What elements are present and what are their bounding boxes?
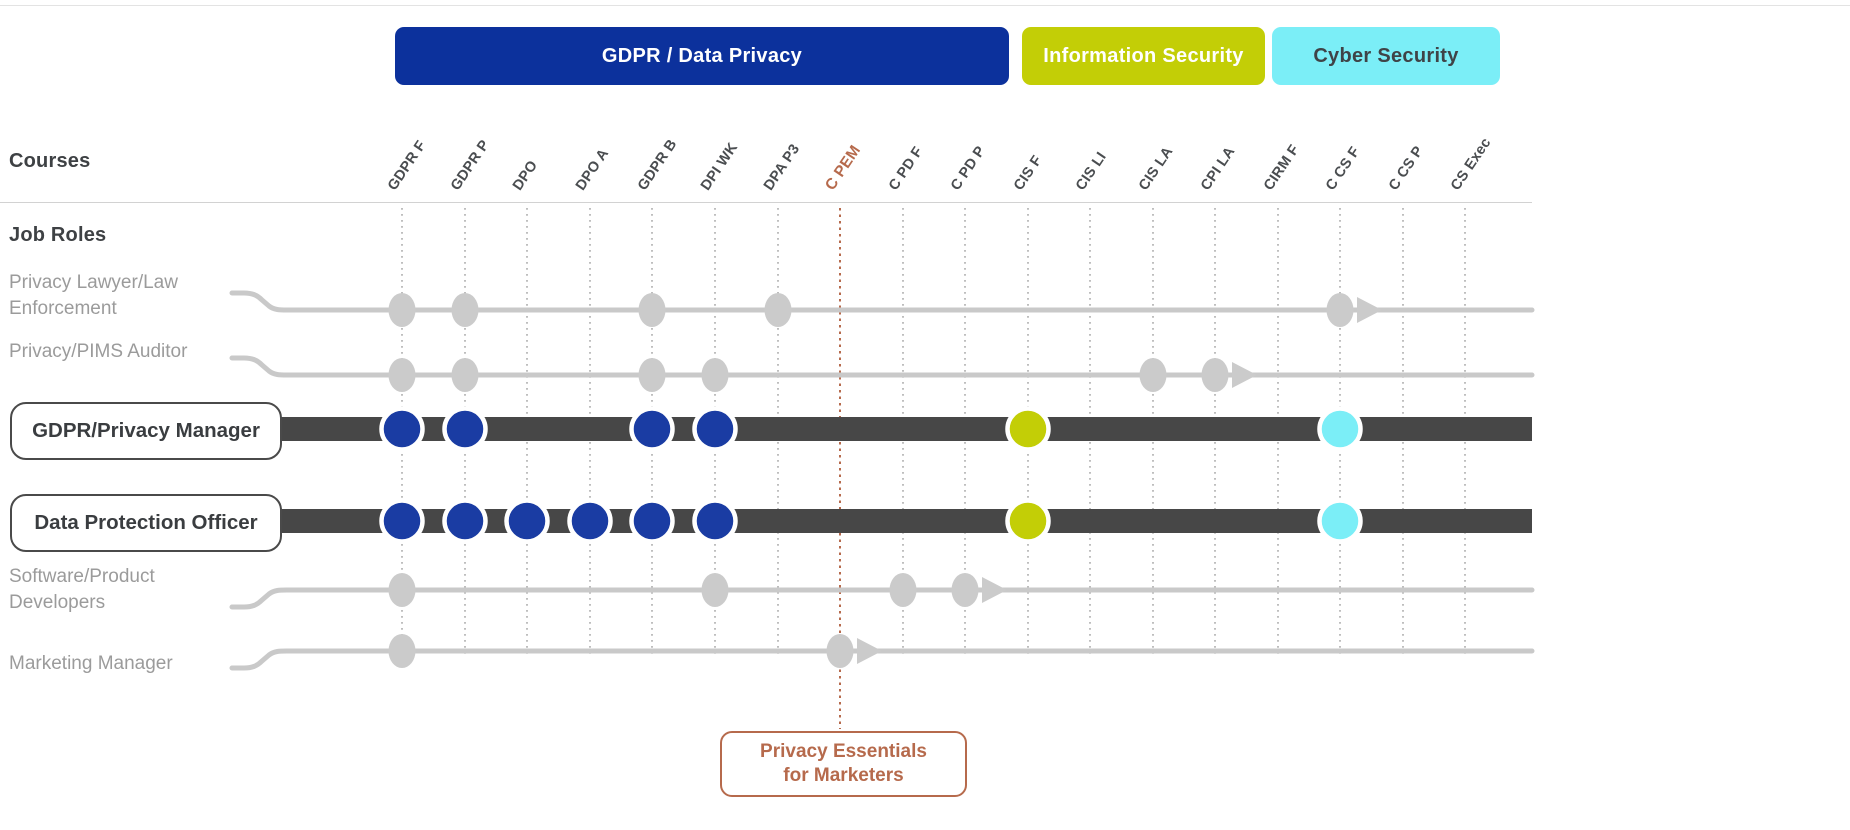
role-label-pims-auditor: Privacy/PIMS Auditor: [9, 339, 187, 365]
course-dot-gdpr-privacy-manager-dpi-wk: [692, 406, 738, 452]
role-line-pims-auditor: [229, 355, 1535, 378]
category-header-cyber-security[interactable]: Cyber Security: [1272, 27, 1500, 85]
role-line-software-product-developers: [229, 587, 1535, 610]
footnote-box-privacy-essentials[interactable]: Privacy Essentials for Marketers: [720, 731, 967, 797]
course-dot-gdpr-privacy-manager-gdpr-p: [442, 406, 488, 452]
role-label-line: Privacy/PIMS Auditor: [9, 341, 188, 362]
role-label-line: Software/Product: [9, 566, 155, 587]
role-box-label: GDPR/Privacy Manager: [32, 419, 260, 442]
course-dot-privacy-lawyer-gdpr-f: [388, 293, 416, 327]
course-dot-marketing-manager-c-pem: [826, 634, 854, 668]
course-dot-pims-auditor-cis-la: [1139, 358, 1167, 392]
pathway-arrow-software-product-developers: [982, 577, 1007, 603]
role-label-marketing-manager: Marketing Manager: [9, 651, 173, 677]
course-dot-gdpr-privacy-manager-c-cs-f: [1317, 406, 1363, 452]
course-dot-data-protection-officer-dpo: [504, 498, 550, 544]
role-box-label: Data Protection Officer: [34, 511, 258, 534]
course-dot-privacy-lawyer-c-cs-f: [1326, 293, 1354, 327]
role-label-line: Privacy Lawyer/Law: [9, 272, 178, 293]
role-box-data-protection-officer[interactable]: Data Protection Officer: [10, 494, 282, 552]
top-divider: [0, 5, 1850, 6]
footnote-line: Privacy Essentials: [760, 741, 927, 762]
course-dot-privacy-lawyer-dpa-p3: [764, 293, 792, 327]
role-label-line: Developers: [9, 592, 106, 613]
course-dot-pims-auditor-gdpr-b: [638, 358, 666, 392]
course-dot-pims-auditor-gdpr-f: [388, 358, 416, 392]
course-dot-data-protection-officer-gdpr-f: [379, 498, 425, 544]
course-dot-gdpr-privacy-manager-gdpr-f: [379, 406, 425, 452]
course-dot-data-protection-officer-dpi-wk: [692, 498, 738, 544]
course-dot-software-product-developers-c-pd-f: [889, 573, 917, 607]
pathway-arrow-pims-auditor: [1232, 362, 1257, 388]
course-dot-privacy-lawyer-gdpr-b: [638, 293, 666, 327]
course-dot-pims-auditor-gdpr-p: [451, 358, 479, 392]
role-label-line: Enforcement: [9, 298, 117, 319]
courses-divider: [0, 202, 1532, 203]
course-dot-marketing-manager-gdpr-f: [388, 634, 416, 668]
course-dot-data-protection-officer-gdpr-p: [442, 498, 488, 544]
category-header-information-security[interactable]: Information Security: [1022, 27, 1265, 85]
course-dot-data-protection-officer-dpo-a: [567, 498, 613, 544]
role-line-privacy-lawyer: [229, 290, 1535, 313]
role-box-gdpr-privacy-manager[interactable]: GDPR/Privacy Manager: [10, 402, 282, 460]
course-dot-pims-auditor-dpi-wk: [701, 358, 729, 392]
course-dot-gdpr-privacy-manager-cis-f: [1005, 406, 1051, 452]
course-dot-privacy-lawyer-gdpr-p: [451, 293, 479, 327]
category-header-gdpr-data-privacy[interactable]: GDPR / Data Privacy: [395, 27, 1009, 85]
course-dot-software-product-developers-dpi-wk: [701, 573, 729, 607]
course-dot-data-protection-officer-c-cs-f: [1317, 498, 1363, 544]
pathway-arrow-privacy-lawyer: [1357, 297, 1382, 323]
footnote-line: for Marketers: [783, 765, 904, 786]
course-dot-pims-auditor-cpi-la: [1201, 358, 1229, 392]
course-dot-data-protection-officer-gdpr-b: [629, 498, 675, 544]
pathway-arrow-marketing-manager: [857, 638, 882, 664]
role-label-line: Marketing Manager: [9, 653, 173, 674]
course-dot-gdpr-privacy-manager-gdpr-b: [629, 406, 675, 452]
courses-heading: Courses: [9, 150, 91, 172]
role-line-marketing-manager: [229, 648, 1535, 671]
job-roles-heading: Job Roles: [9, 224, 107, 246]
course-dot-data-protection-officer-cis-f: [1005, 498, 1051, 544]
course-dot-software-product-developers-c-pd-p: [951, 573, 979, 607]
course-dot-software-product-developers-gdpr-f: [388, 573, 416, 607]
